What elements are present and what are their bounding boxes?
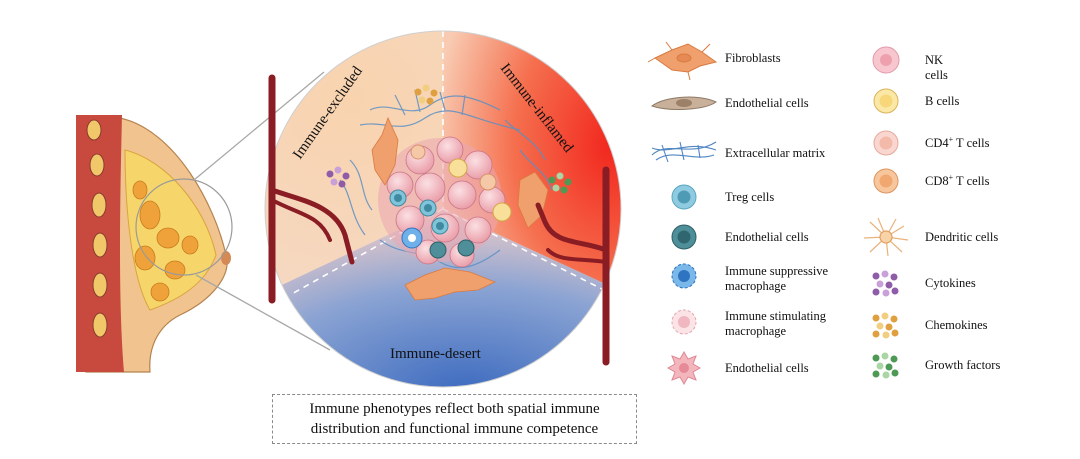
cd4-superscript: + <box>948 134 954 144</box>
legend-label-endothelial-cells: Endothelial cells <box>725 96 809 110</box>
legend-label-line2: macrophage <box>725 324 787 338</box>
endothelial-spiky-cell-icon <box>666 350 702 386</box>
legend-label-cytokines: Cytokines <box>925 276 976 290</box>
legend-label-extracellular-matrix: Extracellular matrix <box>725 146 826 160</box>
legend-label-line1: NK <box>925 53 944 67</box>
growth-factors-icon <box>872 352 899 379</box>
legend-label-line2: macrophage <box>725 279 787 293</box>
legend-label-fibroblasts: Fibroblasts <box>725 51 781 65</box>
legend-label-immune-stimulating-macrophage: Immune stimulating macrophage <box>725 309 826 339</box>
legend-label-treg-cells: Treg cells <box>725 190 775 204</box>
treg-cell-icon <box>671 184 697 210</box>
dendritic-cell-icon <box>863 217 909 257</box>
legend-label-chemokines: Chemokines <box>925 318 988 332</box>
cd4-tail: T cells <box>953 136 990 150</box>
fibroblast-icon <box>647 41 718 81</box>
chemokines-icon <box>872 312 899 339</box>
nipple <box>221 251 231 265</box>
legend-label-dendritic-cells: Dendritic cells <box>925 230 999 244</box>
rib-segments <box>86 119 108 338</box>
legend-label-cd4-t-cells: CD4+ T cells <box>925 134 990 151</box>
growth-factor-dots-right <box>548 172 572 194</box>
legend-label-endothelial-cells-dark: Endothelial cells <box>725 230 809 244</box>
infiltrating-immune-cells <box>389 144 512 259</box>
legend-label-line1: Immune suppressive <box>725 264 829 278</box>
cd8-text: CD8 <box>925 174 949 188</box>
fibroblasts-in-tme <box>371 116 549 301</box>
b-cell-icon <box>873 88 899 114</box>
caption-box: Immune phenotypes reflect both spatial i… <box>272 394 637 444</box>
breast-anatomy-illustration <box>76 115 233 373</box>
suppressive-macrophage-icon <box>671 263 697 289</box>
legend-label-growth-factors: Growth factors <box>925 358 1001 372</box>
zoom-connector-lines <box>193 71 331 351</box>
endothelial-cell-icon <box>650 96 717 110</box>
caption-line-2: distribution and functional immune compe… <box>310 421 599 437</box>
stimulating-macrophage-icon <box>671 309 697 335</box>
extracellular-matrix-icon <box>651 141 717 163</box>
breast-lobules <box>132 180 199 302</box>
cd8-superscript: + <box>948 172 954 182</box>
legend-label-line1: Immune stimulating <box>725 309 827 323</box>
tumor-microenvironment-circle: Immune-excluded Immune-inflamed Immune-d… <box>264 30 622 388</box>
legend-label-nk-cells: NK cells <box>925 53 948 83</box>
chemokine-dots-top <box>414 84 438 105</box>
cd4-text: CD4 <box>925 136 949 150</box>
nk-cell-icon <box>872 46 900 74</box>
desert-sector <box>265 209 621 387</box>
cytokine-dots-left <box>326 166 350 188</box>
cd4-t-cell-icon <box>873 130 899 156</box>
zoom-region-circle <box>135 178 233 276</box>
legend-label-cd8-t-cells: CD8+ T cells <box>925 172 990 189</box>
endothelial-dark-cell-icon <box>671 224 697 250</box>
caption-line-1: Immune phenotypes reflect both spatial i… <box>309 401 600 417</box>
legend-label-line2: cells <box>925 68 948 82</box>
legend-label-endothelial-cells-spiky: Endothelial cells <box>725 361 809 375</box>
blood-vessel-right <box>535 166 610 366</box>
legend-label-immune-suppressive-macrophage: Immune suppressive macrophage <box>725 264 828 294</box>
cd8-tail: T cells <box>953 174 990 188</box>
blood-vessel-left <box>268 74 355 304</box>
cd8-t-cell-icon <box>873 168 899 194</box>
region-label-desert: Immune-desert <box>390 346 482 362</box>
legend-label-b-cells: B cells <box>925 94 960 108</box>
cytokines-icon <box>872 270 899 297</box>
